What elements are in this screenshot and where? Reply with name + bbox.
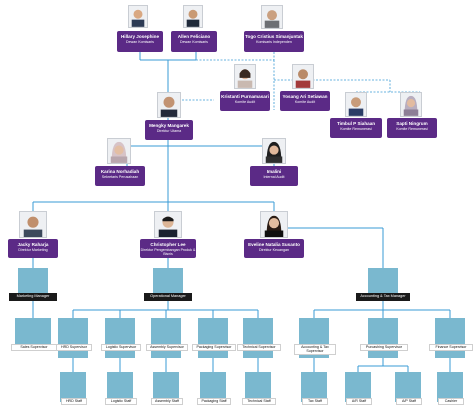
- operational-manager-box: [153, 268, 183, 293]
- mengky-photo: [157, 92, 181, 118]
- imalini-photo: [262, 138, 286, 164]
- packaging-supervisor-box: [198, 318, 228, 358]
- assembly-staff-box: [153, 372, 179, 402]
- operational-manager-label: Operational Manager: [144, 293, 192, 301]
- eveline-title: Direktur Keuangan: [259, 248, 289, 252]
- timbul-title: Komite Remunerasi: [340, 127, 372, 131]
- yosang-title: Komite Audit: [294, 100, 316, 104]
- togo-photo: [261, 5, 283, 29]
- cashier-label: Cashier: [438, 398, 464, 405]
- accounting-manager-box: [368, 268, 398, 293]
- accounting-manager-label: Accounting & Tax Manager: [356, 293, 410, 301]
- hrd-staff-label: HRD Staff: [61, 398, 87, 405]
- imalini-title: Internal Audit: [263, 175, 285, 179]
- eveline-name: Eveline Natalia Susanto: [248, 242, 300, 247]
- purcashing-supervisor-box: [368, 318, 398, 358]
- jacky-name: Jacky Raharja: [17, 242, 49, 247]
- christopher-name: Christopher Lee: [150, 242, 186, 247]
- assembly-staff-label: Assembly Staff: [151, 398, 183, 405]
- logistic-supervisor-label: Logistic Supervisor: [101, 344, 141, 351]
- togo-title: Komisaris Independen: [256, 40, 292, 44]
- kristanti-title: Komite Audit: [234, 100, 256, 104]
- assembly-supervisor-box: [151, 318, 181, 358]
- allen-photo: [183, 5, 203, 28]
- eveline-photo: [260, 211, 288, 238]
- hillary-name: Hillary Josephine: [120, 34, 160, 39]
- sales-supervisor-box: [15, 318, 51, 344]
- packaging-staff-box: [200, 372, 226, 402]
- hrd-staff-box: [60, 372, 86, 402]
- sales-supervisor-label: Sales Supervisor: [11, 344, 57, 351]
- jacky-photo: [19, 211, 47, 238]
- karina-photo: [107, 138, 131, 164]
- karina-title: Sekretaris Perusahaan: [101, 175, 139, 179]
- ap-staff-box: [395, 372, 421, 402]
- technical-supervisor-box: [243, 318, 273, 358]
- timbul-photo: [345, 92, 367, 117]
- togo-name: Togo Cristius Simanjuntak: [245, 34, 303, 39]
- jacky-title: Direktur Marketing: [18, 248, 48, 252]
- finance-supervisor-box: [435, 318, 465, 358]
- yosang-photo: [292, 64, 314, 89]
- allen-name: Allen Feliciano: [177, 34, 211, 39]
- marketing-manager-box: [18, 268, 48, 293]
- christopher-photo: [154, 211, 182, 238]
- sapti-name: Sapti Ningrum: [396, 121, 428, 126]
- hillary-title: Dewan Komisaris: [126, 40, 154, 44]
- hillary-photo: [128, 5, 148, 28]
- packaging-supervisor-label: Packaging Supervisor: [192, 344, 236, 351]
- karina-name: Karina Norhadiah: [100, 169, 140, 174]
- marketing-manager-label: Marketing Manager: [9, 293, 57, 301]
- yosang-name: Yosang Ari Setiawan: [282, 94, 328, 99]
- hrd-supervisor-label: HRD Supervisor: [56, 344, 92, 351]
- tax-staff-box: [301, 372, 327, 402]
- packaging-staff-label: Packaging Staff: [197, 398, 231, 405]
- cashier-box: [437, 372, 463, 402]
- finance-supervisor-label: Finance Supervisor: [429, 344, 473, 351]
- christopher-title: Direktur Pengembangan Produk & Bisnis: [140, 248, 196, 256]
- kristanti-photo: [234, 64, 256, 89]
- technical-staff-label: Technical Staff: [242, 398, 276, 405]
- timbul-name: Timbul P Siahaan: [336, 121, 376, 126]
- tax-staff-label: Tax Staff: [302, 398, 328, 405]
- hrd-supervisor-box: [58, 318, 88, 358]
- mengky-name: Mengky Mangarek: [149, 123, 189, 128]
- logistic-staff-label: Logistic Staff: [105, 398, 137, 405]
- ap-staff-label: A/P Staff: [396, 398, 422, 405]
- mengky-title: Direktur Utama: [156, 129, 182, 133]
- technical-supervisor-label: Technical Supervisor: [237, 344, 281, 351]
- allen-title: Dewan Komisaris: [180, 40, 208, 44]
- technical-staff-box: [245, 372, 271, 402]
- logistic-staff-box: [107, 372, 133, 402]
- imalini-name: Imalini: [266, 169, 282, 174]
- ar-staff-box: [345, 372, 371, 402]
- sapti-photo: [400, 92, 422, 117]
- assembly-supervisor-label: Assembly Supervisor: [146, 344, 188, 351]
- sapti-title: Komite Remunerasi: [396, 127, 428, 131]
- logistic-supervisor-box: [105, 318, 135, 358]
- ar-staff-label: A/R Staff: [346, 398, 372, 405]
- accounting-tax-supervisor-label: Accounting & Tax Supervisor: [294, 344, 336, 355]
- kristanti-name: Kristanti Purnamasari: [221, 94, 269, 99]
- purcashing-supervisor-label: Purcashing Supervisor: [360, 344, 408, 351]
